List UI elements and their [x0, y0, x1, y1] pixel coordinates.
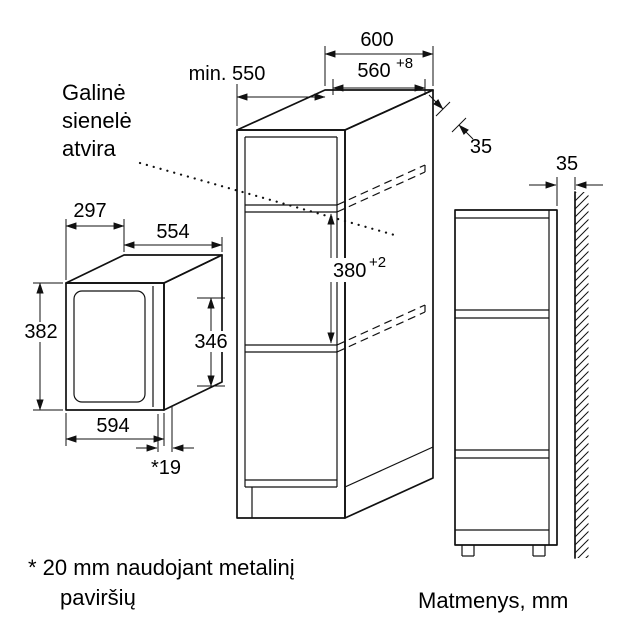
dim-microwave-height: 382 [22, 282, 63, 411]
dim-wall-gap-label: 35 [556, 153, 578, 175]
microwave-dimensions: 297 554 382 346 594 [22, 200, 231, 479]
microwave-drawing [65, 254, 223, 411]
side-view-drawing [454, 191, 589, 559]
cabinet-dimensions: 600 min. 550 560 +8 380 +2 [189, 29, 492, 344]
dim-microwave-door-offset-label: *19 [151, 457, 181, 479]
dim-wall-gap: 35 [529, 153, 603, 206]
microwave-top-face [65, 254, 223, 284]
dim-niche-width-tolerance: +8 [396, 55, 413, 72]
note-back-wall: Galinė sienelė atvira [62, 80, 400, 238]
footnote-line2: paviršių [60, 585, 136, 610]
dim-niche-height: 380 +2 [327, 213, 388, 344]
footnote: * 20 mm naudojant metalinį paviršių [28, 555, 295, 610]
note-back-wall-line1: Galinė [62, 80, 126, 105]
dim-microwave-door-offset: *19 [136, 406, 194, 479]
dim-microwave-inner-height-label: 346 [194, 331, 227, 353]
cabinet-top-face [236, 89, 434, 131]
dim-microwave-top-width: 554 [123, 221, 223, 252]
note-back-wall-line2: sienelė [62, 108, 132, 133]
leader-dotted-line [138, 161, 400, 238]
dim-microwave-depth: 297 [65, 200, 125, 280]
footnote-line1: * 20 mm naudojant metalinį [28, 555, 295, 580]
cabinet-front-face [236, 129, 346, 519]
dim-microwave-height-label: 382 [24, 321, 57, 343]
dim-niche-height-tolerance: +2 [369, 254, 386, 271]
wall-hatching [574, 191, 589, 559]
dim-cabinet-width-label: 600 [360, 29, 393, 51]
dim-microwave-top-width-label: 554 [156, 221, 189, 243]
dim-cabinet-depth-label: min. 550 [189, 63, 266, 85]
dim-microwave-depth-label: 297 [73, 200, 106, 222]
side-view-cabinet [454, 209, 558, 546]
microwave-door-window [73, 290, 146, 403]
cabinet-drawing [236, 89, 434, 519]
dim-niche-width: 560 +8 [332, 55, 426, 95]
dim-cabinet-rear-gap-label: 35 [470, 136, 492, 158]
note-back-wall-line3: atvira [62, 136, 117, 161]
dim-microwave-width-label: 594 [96, 415, 129, 437]
dim-niche-height-label: 380 [333, 260, 366, 282]
dim-cabinet-width: 600 [324, 29, 434, 86]
units-label: Matmenys, mm [418, 588, 568, 613]
microwave-front-face [65, 282, 165, 411]
dim-cabinet-depth: min. 550 [189, 63, 326, 126]
cabinet-hidden-edges [336, 164, 426, 353]
microwave-right-face [163, 254, 223, 411]
cabinet-right-face [344, 89, 434, 519]
dim-cabinet-rear-gap: 35 [428, 94, 492, 158]
side-view-feet [461, 545, 546, 557]
dim-niche-width-label: 560 [357, 60, 390, 82]
dim-microwave-width: 594 [65, 413, 165, 446]
dim-microwave-inner-height: 346 [191, 297, 231, 387]
